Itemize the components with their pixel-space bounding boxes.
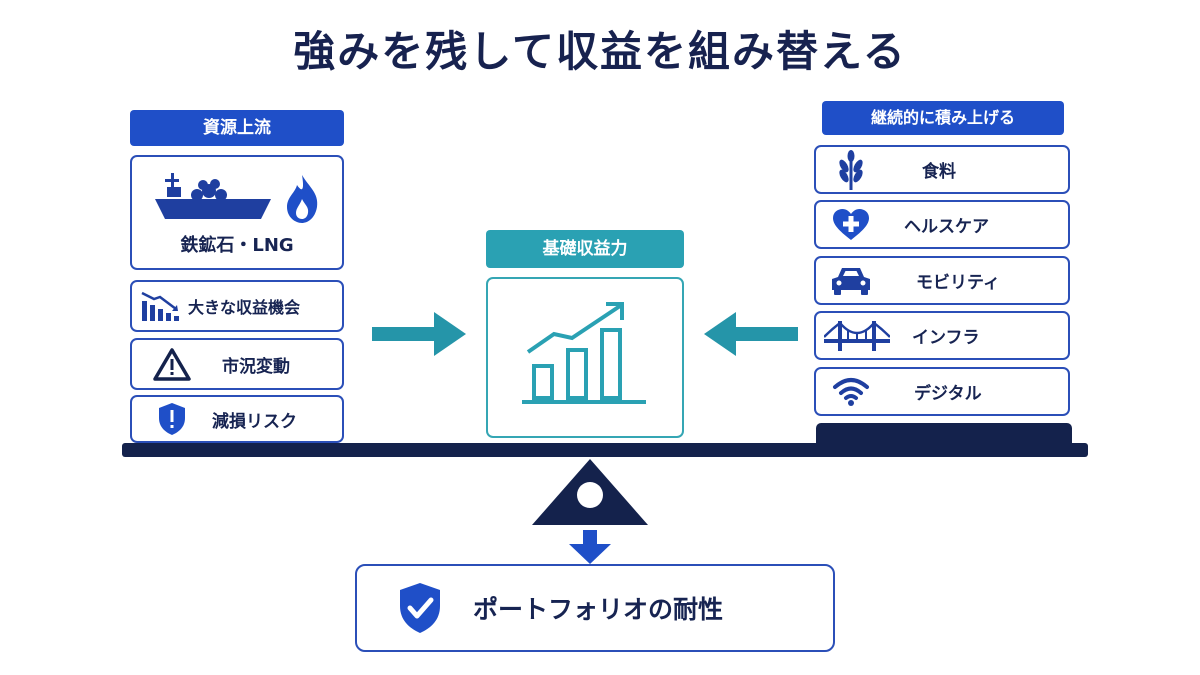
declining-bar-chart-icon <box>132 289 188 323</box>
business-item-label: モビリティ <box>916 273 1000 293</box>
risk-item-label: 大きな収益機会 <box>188 298 301 317</box>
car-icon <box>816 265 886 297</box>
business-item-label: デジタル <box>914 384 982 404</box>
wheat-icon <box>816 149 886 190</box>
resource-label: 鉄鉱石・LNG <box>180 234 294 256</box>
risk-item-label: 市況変動 <box>222 356 290 377</box>
balance-beam <box>122 443 1088 457</box>
risk-item-volatility: 市況変動 <box>130 338 344 390</box>
business-item-digital: デジタル <box>814 367 1070 416</box>
risk-item-label: 減損リスク <box>212 411 297 432</box>
resilience-label: ポートフォリオの耐性 <box>473 595 724 624</box>
flame-icon <box>283 173 321 225</box>
business-item-label: インフラ <box>912 328 980 348</box>
center-header: 基礎収益力 <box>486 230 684 268</box>
business-item-label: 食料 <box>922 162 956 182</box>
down-arrow-icon <box>565 530 615 570</box>
resource-card: 鉄鉱石・LNG <box>130 155 344 270</box>
wifi-icon <box>816 377 886 407</box>
risk-item-opportunity: 大きな収益機会 <box>130 280 344 332</box>
shield-check-icon <box>397 581 443 635</box>
cargo-ship-icon <box>153 169 273 225</box>
bridge-icon <box>816 319 898 353</box>
business-item-healthcare: ヘルスケア <box>814 200 1070 249</box>
shield-alert-icon <box>132 402 212 436</box>
business-item-mobility: モビリティ <box>814 256 1070 305</box>
heart-plus-icon <box>816 208 886 242</box>
business-item-label: ヘルスケア <box>904 217 989 237</box>
base-earnings-card <box>486 277 684 438</box>
business-item-food: 食料 <box>814 145 1070 194</box>
left-header: 資源上流 <box>130 110 344 146</box>
warning-triangle-icon <box>132 347 212 381</box>
page-title: 強みを残して収益を組み替える <box>293 27 907 76</box>
fulcrum-icon <box>530 457 650 531</box>
left-arrow-icon <box>702 310 798 362</box>
growth-chart-icon <box>520 298 650 418</box>
resilience-card: ポートフォリオの耐性 <box>355 564 835 652</box>
right-arrow-icon <box>372 310 468 362</box>
business-item-infrastructure: インフラ <box>814 311 1070 360</box>
risk-item-impairment: 減損リスク <box>130 395 344 443</box>
right-header: 継続的に積み上げる <box>822 101 1064 135</box>
right-stack-base <box>816 423 1072 445</box>
